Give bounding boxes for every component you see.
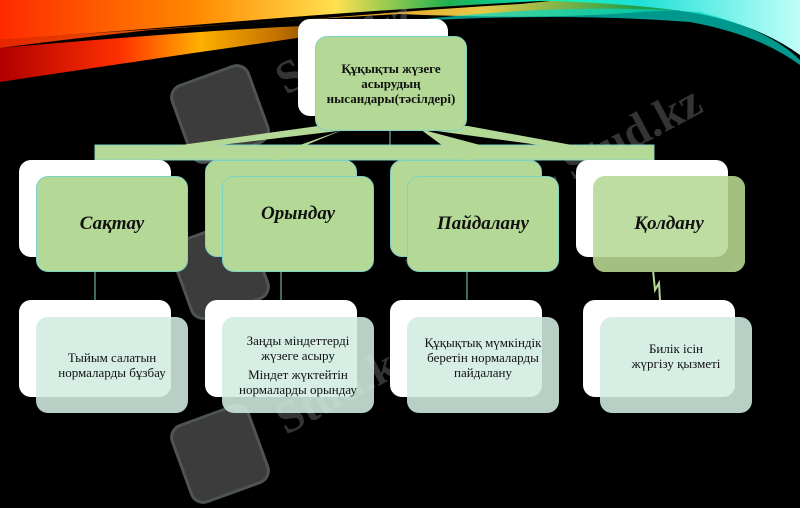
branch-node-saktau: Сақтау [36, 176, 188, 272]
branch-label: Сақтау [79, 213, 145, 234]
branch-node-koldanu: Қолдану [593, 176, 745, 272]
branch-label: Қолдану [634, 213, 704, 234]
leaf-node-oryndau: Заңды міндеттерді жүзеге асыру Міндет жү… [222, 317, 374, 413]
leaf-text: Құқықтық мүмкіндік беретін нормаларды па… [424, 335, 542, 380]
leaf-text: Заңды міндеттерді жүзеге асыру [246, 333, 350, 363]
leaf-text: Билік ісін жүргізу қызметі [631, 341, 721, 371]
connector-lines [94, 126, 661, 301]
branch-label: Орындау [260, 203, 336, 224]
leaf-text: Міндет жүктейтін нормаларды орындау [239, 367, 357, 397]
branch-node-oryndau: Орындау [222, 176, 374, 272]
branch-label: Пайдалану [436, 213, 529, 234]
branch-shadow [728, 176, 745, 272]
root-node: Құқықты жүзеге асырудың нысандары(тәсілд… [315, 36, 467, 131]
leaf-node-paidalanu: Құқықтық мүмкіндік беретін нормаларды па… [407, 317, 559, 413]
leaf-text: Тыйым салатын нормаларды бұзбау [58, 350, 166, 380]
root-node-label: Құқықты жүзеге асырудың нысандары(тәсілд… [326, 61, 456, 106]
leaf-node-koldanu: Билік ісін жүргізу қызметі [600, 317, 752, 413]
leaf-node-saktau: Тыйым салатын нормаларды бұзбау [36, 317, 188, 413]
branch-shadow [593, 257, 745, 272]
branch-node-paidalanu: Пайдалану [407, 176, 559, 272]
